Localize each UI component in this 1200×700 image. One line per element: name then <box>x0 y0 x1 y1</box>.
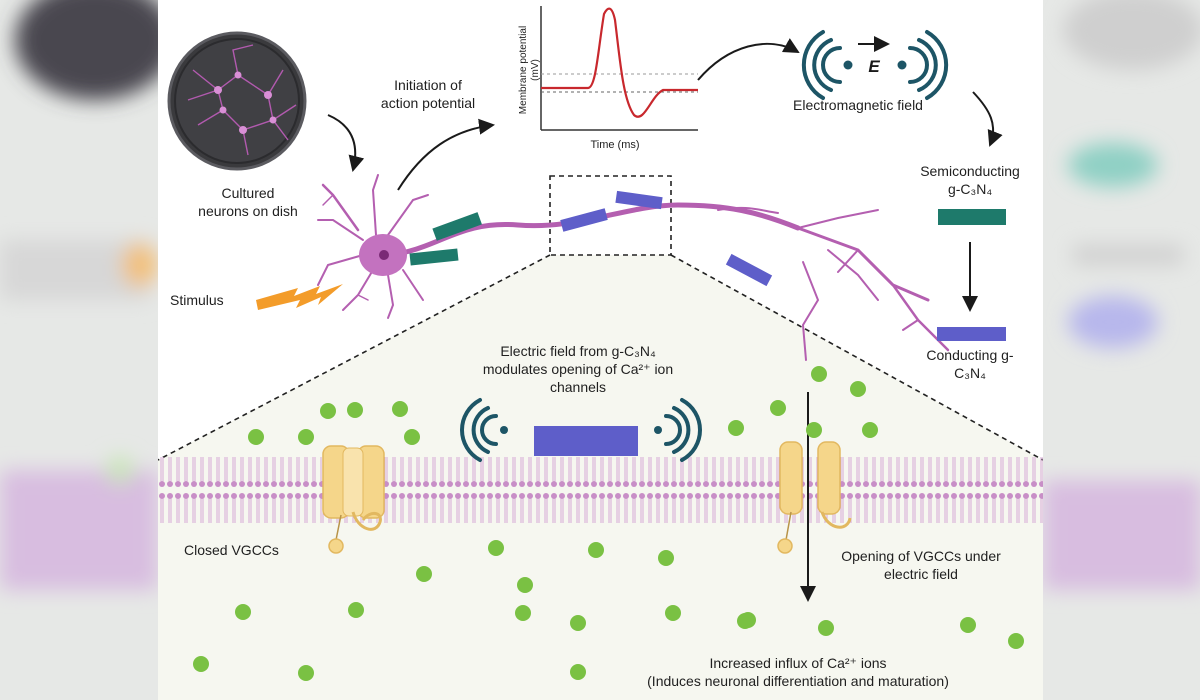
influx-line-1: Increased influx of Ca²⁺ ions <box>709 655 887 671</box>
graph-to-field-arrow <box>697 38 800 81</box>
membrane-potential-label: Membrane potential <box>518 26 529 114</box>
left-background-art <box>0 0 158 700</box>
semiconducting-plate-1 <box>432 212 482 241</box>
left-background <box>0 0 158 700</box>
electric-field-label: Electric field from g-C₃N₄ modulates ope… <box>463 342 693 396</box>
wave-dot-left <box>500 426 508 434</box>
em-field-label: Electromagnetic field <box>793 97 923 113</box>
conducting-line-2: C₃N₄ <box>954 365 986 381</box>
stimulus-label: Stimulus <box>170 292 224 308</box>
cultured-line-2: neurons on dish <box>198 203 298 219</box>
conducting-plate-2 <box>615 190 663 210</box>
influx-label: Increased influx of Ca²⁺ ions (Induces n… <box>578 654 1018 690</box>
closed-vgcc-label: Closed VGCCs <box>184 542 279 558</box>
initiation-label: Initiation of action potential <box>368 76 488 112</box>
calcium-ions <box>193 366 1024 681</box>
signal-wave-icon <box>460 398 702 462</box>
semiconducting-line-1: Semiconducting <box>920 163 1020 179</box>
zoom-line-left <box>158 254 551 461</box>
electric-line-1: Electric field from g-C₃N₄ <box>500 343 656 359</box>
right-background-art <box>1043 0 1200 700</box>
action-potential-trace <box>541 7 698 118</box>
lightning-icon <box>256 284 343 310</box>
conducting-plate-3 <box>725 253 773 287</box>
neuron-nucleus <box>379 250 389 260</box>
right-background <box>1043 0 1200 700</box>
semiconducting-line-2: g-C₃N₄ <box>947 181 993 197</box>
electric-line-2: modulates opening of Ca²⁺ ion <box>482 361 674 377</box>
action-potential-graph <box>540 6 698 131</box>
conducting-plate-1 <box>560 208 608 232</box>
conducting-plate-large <box>534 426 638 456</box>
membrane-unit-label: (mV) <box>530 59 541 81</box>
initiation-line-2: action potential <box>380 95 476 111</box>
initiation-line-1: Initiation of <box>394 77 462 93</box>
semiconducting-label: Semiconducting g-C₃N₄ <box>900 162 1040 198</box>
opening-vgcc-label: Opening of VGCCs under electric field <box>826 547 1016 583</box>
influx-line-2: (Induces neuronal differentiation and ma… <box>647 673 949 689</box>
conducting-legend-plate <box>937 327 1006 341</box>
diagram-art: Membrane potential (mV) Time (ms) E <box>158 6 1043 700</box>
semiconducting-legend-plate <box>938 209 1006 225</box>
zoom-box <box>549 175 672 256</box>
cultured-neurons-label: Cultured neurons on dish <box>198 184 298 220</box>
petri-dish-icon <box>167 31 307 171</box>
opening-line-1: Opening of VGCCs under <box>841 548 1001 564</box>
neuron-to-graph-arrow <box>397 118 495 191</box>
ion-channel-icon <box>322 445 385 554</box>
semiconducting-plate-2 <box>409 248 459 266</box>
em-dot-right <box>897 60 907 70</box>
em-dot-left <box>843 60 853 70</box>
ion-channel-icon <box>777 441 852 554</box>
signal-wave-icon <box>801 30 949 100</box>
conducting-label: Conducting g- C₃N₄ <box>900 346 1040 382</box>
wave-dot-right <box>654 426 662 434</box>
field-symbol: E <box>868 57 880 76</box>
time-axis-label: Time (ms) <box>590 139 639 151</box>
cultured-line-1: Cultured <box>221 185 275 201</box>
electric-line-3: channels <box>549 379 607 395</box>
diagram-panel: Membrane potential (mV) Time (ms) E Cult… <box>158 0 1043 700</box>
cell-membrane <box>158 457 1043 527</box>
opening-line-2: electric field <box>884 566 958 582</box>
field-to-semiconducting-arrow <box>972 91 1003 147</box>
zoom-line-right <box>670 254 1043 461</box>
conducting-line-1: Conducting g- <box>926 347 1014 363</box>
dish-to-neuron-arrow <box>327 114 365 172</box>
